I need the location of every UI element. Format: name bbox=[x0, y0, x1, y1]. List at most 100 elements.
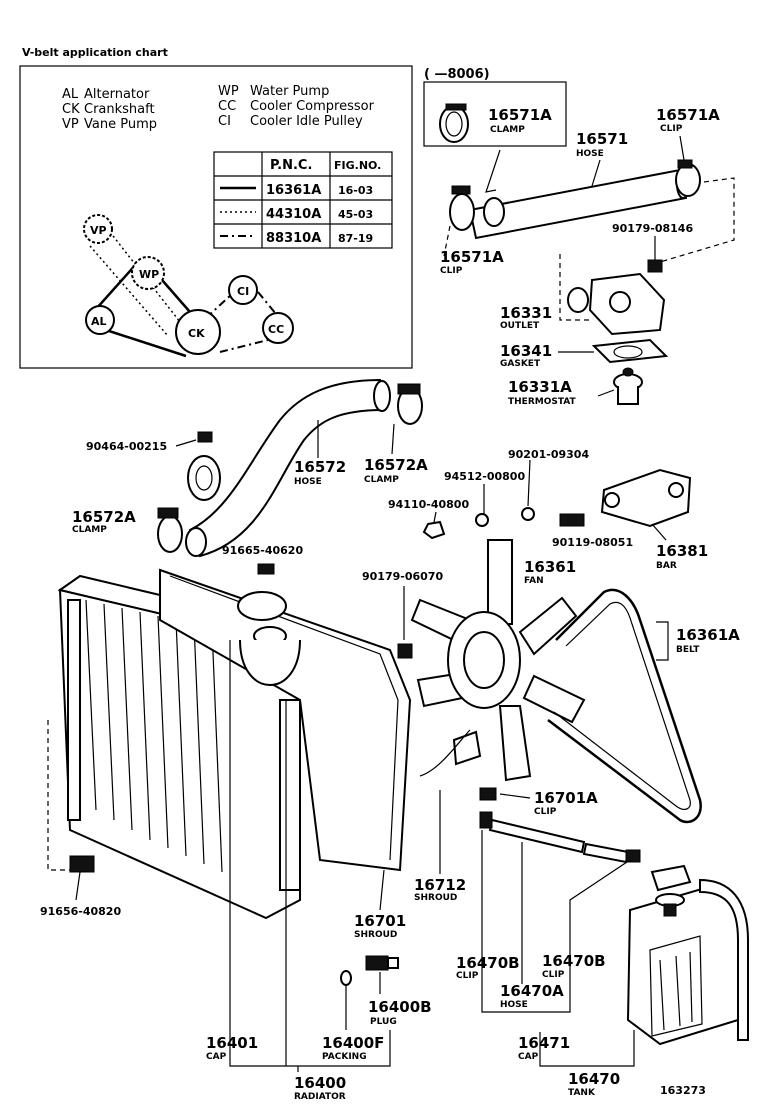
shroud-lower-icon bbox=[452, 730, 482, 766]
pulley-vp bbox=[83, 214, 113, 244]
part-number: 16361 bbox=[524, 558, 576, 576]
part-name: CLIP bbox=[456, 971, 479, 981]
part-number: 94512-00800 bbox=[444, 470, 525, 483]
part-number: 16400 bbox=[294, 1074, 346, 1092]
part-name: GASKET bbox=[500, 359, 541, 369]
thermostat-icon bbox=[613, 367, 643, 405]
pulley-wp bbox=[131, 256, 165, 290]
part-number: 16361A bbox=[676, 626, 740, 644]
part-number: 16400F bbox=[322, 1034, 384, 1052]
part-number: 16341 bbox=[500, 342, 552, 360]
part-number: 16572A bbox=[364, 456, 428, 474]
part-number: 16571A bbox=[440, 248, 504, 266]
nut-icon bbox=[422, 520, 446, 540]
part-name: CAP bbox=[206, 1052, 227, 1062]
clamp-inset-icon bbox=[439, 103, 469, 143]
part-number: 16381 bbox=[656, 542, 708, 560]
abbrev-code: CK bbox=[62, 102, 80, 117]
part-name: PACKING bbox=[322, 1052, 367, 1062]
water-outlet-icon bbox=[567, 272, 666, 336]
part-number: 16470B bbox=[456, 954, 520, 972]
abbrev-code: VP bbox=[62, 117, 79, 132]
part-number: 16712 bbox=[414, 876, 466, 894]
alternator-bar-icon bbox=[600, 468, 692, 528]
packing-icon bbox=[340, 970, 352, 986]
abbrev-code: AL bbox=[62, 87, 79, 102]
part-number: 16701 bbox=[354, 912, 406, 930]
pulley-ci bbox=[228, 275, 258, 305]
table-pnc: 16361A bbox=[266, 183, 321, 198]
part-number: 16470 bbox=[568, 1070, 620, 1088]
part-name: SHROUD bbox=[354, 930, 397, 940]
table-header-pnc: P.N.C. bbox=[270, 158, 312, 173]
part-name: HOSE bbox=[294, 477, 322, 487]
part-number: 91665-40620 bbox=[222, 544, 303, 557]
bolt-icon bbox=[559, 513, 585, 527]
pulley-label: CC bbox=[268, 323, 284, 336]
pulley-label: CI bbox=[237, 285, 249, 298]
part-name: CLAMP bbox=[490, 125, 525, 135]
abbrev-name: Crankshaft bbox=[84, 102, 155, 117]
part-number: 16572A bbox=[72, 508, 136, 526]
part-number: 16572 bbox=[294, 458, 346, 476]
chart-title: V-belt application chart bbox=[22, 46, 168, 59]
part-name: BELT bbox=[676, 645, 700, 655]
part-number: 16470A bbox=[500, 982, 564, 1000]
part-name: HOSE bbox=[576, 149, 604, 159]
part-number: 16701A bbox=[534, 789, 598, 807]
part-number: 94110-40800 bbox=[388, 498, 469, 511]
part-number: 16471 bbox=[518, 1034, 570, 1052]
part-name: RADIATOR bbox=[294, 1092, 346, 1102]
abbrev-name: Cooler Compressor bbox=[250, 99, 375, 114]
washer-icon bbox=[475, 513, 489, 527]
inset-label: ( —8006) bbox=[424, 67, 490, 82]
part-number: 16331A bbox=[508, 378, 572, 396]
v-belt-icon bbox=[547, 588, 702, 824]
part-name: CAP bbox=[518, 1052, 539, 1062]
table-fig: 16-03 bbox=[338, 184, 373, 197]
pulley-cc bbox=[262, 312, 294, 344]
part-number: 16470B bbox=[542, 952, 606, 970]
abbrev-name: Water Pump bbox=[250, 84, 329, 99]
bolt-icon bbox=[257, 563, 275, 575]
radiator-icon bbox=[57, 574, 301, 920]
part-number: 90464-00215 bbox=[86, 440, 167, 453]
table-header-fig: FIG.NO. bbox=[334, 159, 381, 172]
belt-routing-diagram: VP WP CI AL CK CC bbox=[83, 214, 294, 358]
part-number: 90179-08146 bbox=[612, 222, 693, 235]
reservoir-filler-icon bbox=[237, 591, 301, 686]
upper-hose-icon bbox=[449, 159, 701, 240]
part-name: CLIP bbox=[542, 970, 565, 980]
lower-hose-icon bbox=[185, 378, 391, 558]
abbrev-code: CI bbox=[218, 114, 231, 129]
part-name: CLIP bbox=[660, 124, 683, 134]
figure-number: 163273 bbox=[660, 1084, 706, 1097]
part-name: THERMOSTAT bbox=[508, 397, 577, 407]
table-pnc: 44310A bbox=[266, 207, 321, 222]
part-name: PLUG bbox=[370, 1017, 397, 1027]
abbrev-name: Cooler Idle Pulley bbox=[250, 114, 363, 129]
nut-icon bbox=[397, 643, 413, 659]
part-number: 16401 bbox=[206, 1034, 258, 1052]
part-name: SHROUD bbox=[414, 893, 457, 903]
part-number: 90201-09304 bbox=[508, 448, 589, 461]
part-number: 90119-08051 bbox=[552, 536, 633, 549]
table-fig: 45-03 bbox=[338, 208, 373, 221]
part-number: 16571A bbox=[488, 106, 552, 124]
part-name: CLAMP bbox=[72, 525, 107, 535]
abbrev-name: Vane Pump bbox=[84, 117, 157, 132]
part-number: 16400B bbox=[368, 998, 432, 1016]
part-name: TANK bbox=[568, 1088, 596, 1098]
pulley-al bbox=[85, 305, 115, 335]
clamp-icon bbox=[157, 383, 423, 553]
abbrev-code: WP bbox=[218, 84, 239, 99]
part-name: BAR bbox=[656, 561, 677, 571]
table-pnc: 88310A bbox=[266, 231, 321, 246]
drain-cock-icon bbox=[69, 855, 95, 873]
abbrev-legend: AL Alternator CK Crankshaft VP Vane Pump… bbox=[62, 84, 375, 132]
thermostat-housing-gasket-icon bbox=[187, 431, 221, 501]
abbrev-name: Alternator bbox=[84, 87, 150, 102]
bolt-icon bbox=[647, 259, 663, 273]
pulley-label: AL bbox=[91, 315, 107, 328]
